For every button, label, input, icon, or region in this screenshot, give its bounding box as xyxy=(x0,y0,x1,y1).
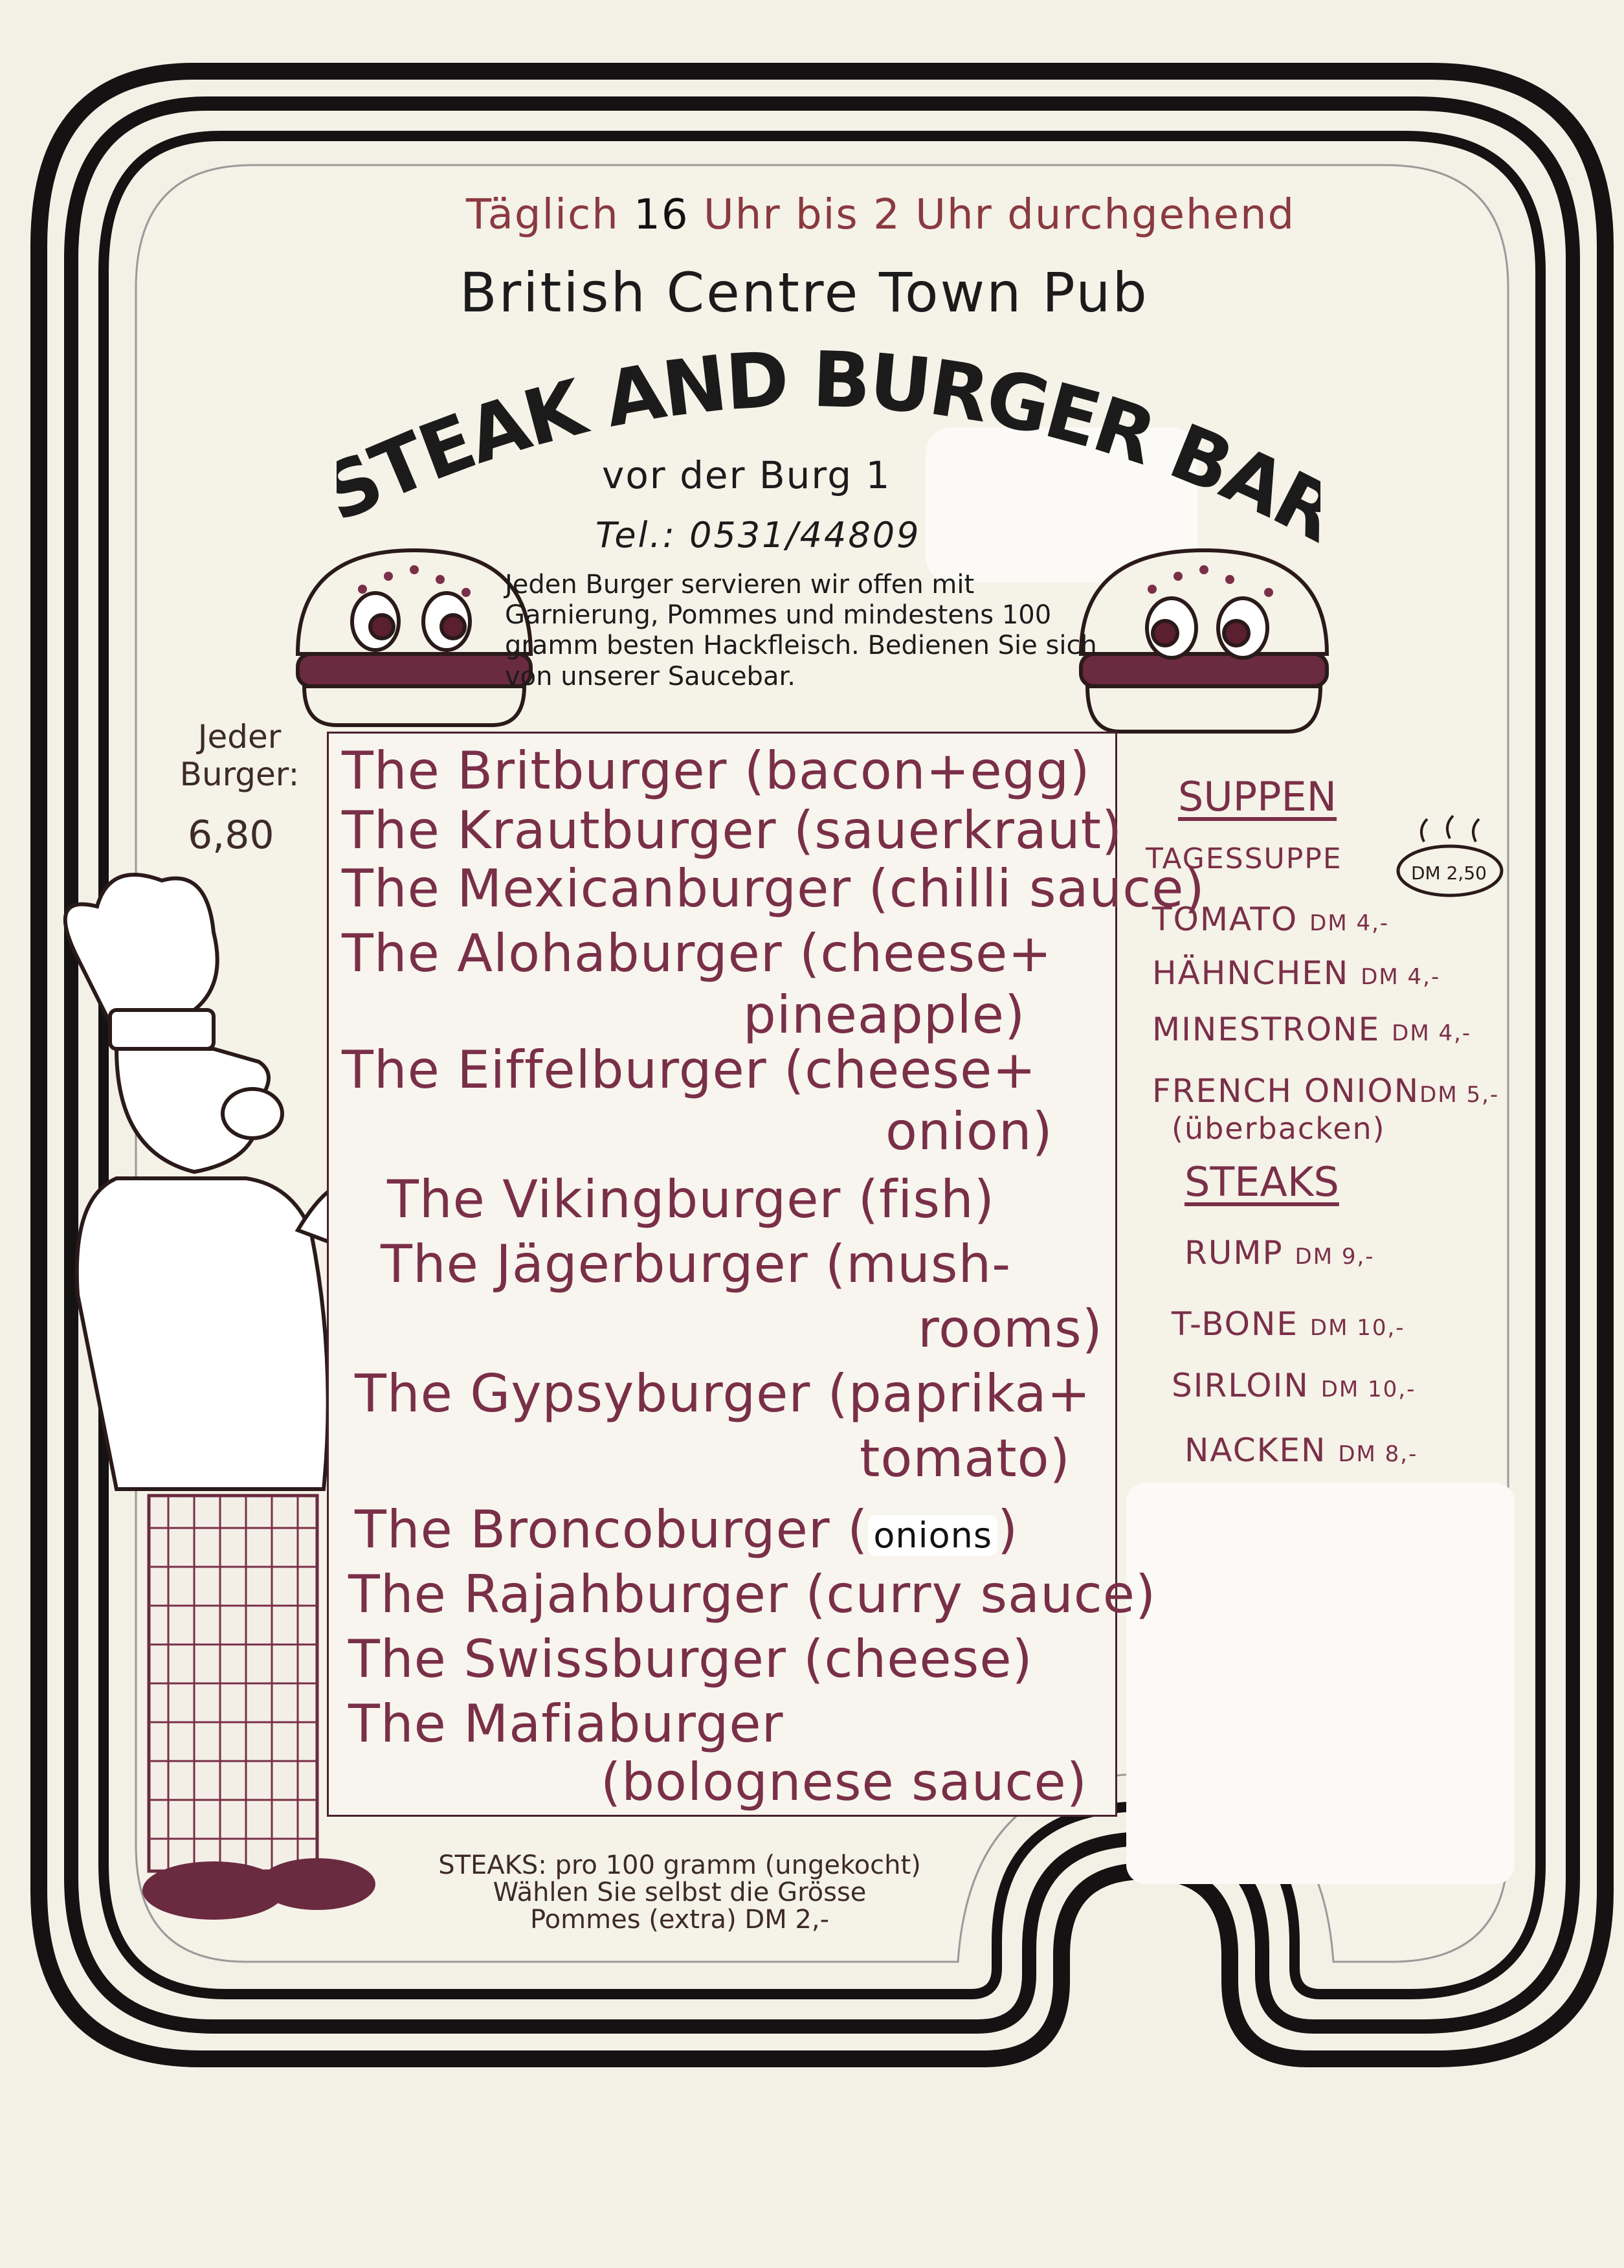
soup-item-minestrone: MINESTRONE DM 4,- xyxy=(1152,1011,1472,1048)
steaks-heading: STEAKS xyxy=(1185,1158,1339,1206)
burger-item-swissburger: The Swissburger (cheese) xyxy=(348,1629,1033,1689)
burger-item-krautburger: The Krautburger (sauerkraut) xyxy=(342,800,1123,860)
burger-right-icon xyxy=(1078,548,1329,734)
burger-item-mexicanburger: The Mexicanburger (chilli sauce) xyxy=(342,859,1205,919)
suppen-heading: SUPPEN xyxy=(1178,773,1337,820)
burger-item-gypsyburger-cont: tomato) xyxy=(860,1428,1071,1488)
whiteout-patch xyxy=(1126,1483,1515,1884)
burger-left-icon xyxy=(295,548,533,727)
steak-item-sirloin: SIRLOIN DM 10,- xyxy=(1172,1367,1416,1404)
burger-price-label: Jeder Burger: xyxy=(179,718,300,793)
steak-item-rump: RUMP DM 9,- xyxy=(1185,1234,1375,1272)
footnote-line: Wählen Sie selbst die Grösse xyxy=(493,1878,867,1907)
burger-item-jaegerburger-cont: rooms) xyxy=(918,1299,1103,1359)
steak-item-t-bone: T-BONE DM 10,- xyxy=(1172,1305,1405,1343)
soup-price-tagessuppe: DM 2,50 xyxy=(1411,862,1487,884)
burger-item-eiffelburger-cont: onion) xyxy=(885,1101,1053,1162)
soup-item-haehnchen: HÄHNCHEN DM 4,- xyxy=(1152,954,1441,992)
burger-item-vikingburger: The Vikingburger (fish) xyxy=(387,1169,995,1229)
burger-item-gypsyburger: The Gypsyburger (paprika+ xyxy=(355,1364,1091,1424)
address: vor der Burg 1 xyxy=(602,453,891,497)
burger-item-jaegerburger: The Jägerburger (mush- xyxy=(381,1234,1012,1294)
burger-item-mafiaburger-cont: (bolognese sauce) xyxy=(601,1752,1087,1812)
opening-hours: Täglich 16 Uhr bis 2 Uhr durchgehend xyxy=(466,191,1296,239)
phone-number: Tel.: 0531/44809 xyxy=(595,515,921,556)
burger-item-alohaburger-cont: pineapple) xyxy=(743,985,1026,1045)
menu-title: STEAK AND BURGER BAR xyxy=(337,335,1320,557)
steak-item-nacken: NACKEN DM 8,- xyxy=(1185,1432,1418,1469)
pub-name: British Centre Town Pub xyxy=(460,261,1149,324)
soup-item-tomato: TOMATO DM 4,- xyxy=(1152,901,1390,938)
burger-item-britburger: The Britburger (bacon+egg) xyxy=(342,741,1091,801)
burger-item-alohaburger: The Alohaburger (cheese+ xyxy=(342,923,1052,983)
footnote-line: STEAKS: pro 100 gramm (ungekocht) xyxy=(438,1850,921,1880)
burger-item-broncoburger: The Broncoburger (onions) xyxy=(355,1499,1019,1560)
burger-item-mafiaburger: The Mafiaburger xyxy=(348,1694,784,1754)
soup-item-french-onion: FRENCH ONIONDM 5,- xyxy=(1152,1072,1500,1110)
footnote-line: Pommes (extra) DM 2,- xyxy=(529,1905,830,1935)
steak-footnote: STEAKS: pro 100 gramm (ungekocht) Wählen… xyxy=(388,1852,971,1933)
burger-price: 6,80 xyxy=(188,813,274,858)
burger-item-rajahburger: The Rajahburger (curry sauce) xyxy=(348,1564,1157,1624)
soup-item-french-onion-note: (überbacken) xyxy=(1172,1111,1386,1146)
burger-item-eiffelburger: The Eiffelburger (cheese+ xyxy=(342,1040,1037,1100)
soup-item-tagessuppe: TAGESSUPPE xyxy=(1146,842,1342,875)
intro-text: Jeden Burger servieren wir offen mit Gar… xyxy=(505,570,1097,691)
burger-list-card: The Britburger (bacon+egg) The Krautburg… xyxy=(327,732,1205,1817)
